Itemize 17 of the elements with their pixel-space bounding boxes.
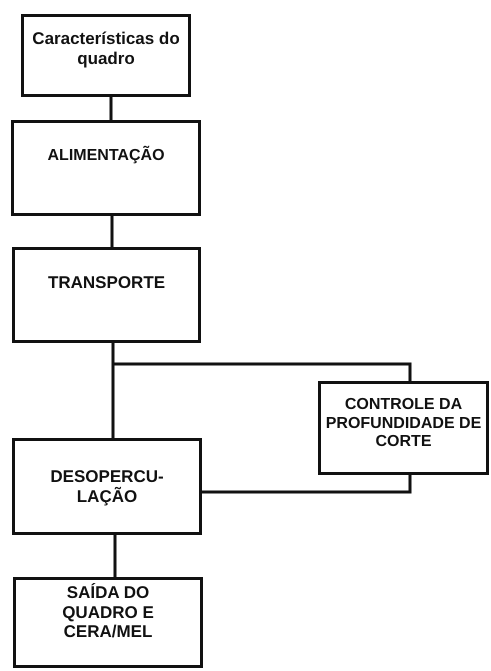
process-box [12, 247, 201, 343]
box-label: TRANSPORTE [48, 273, 166, 293]
process-box [318, 381, 489, 475]
process-box [11, 120, 201, 216]
box-label: Características do quadro [32, 28, 180, 68]
box-label: DESOPERCU- LAÇÃO [50, 466, 164, 506]
connector-line [110, 97, 112, 120]
box-label: SAÍDA DO QUADRO E CERA/MEL [61, 583, 155, 642]
connector-line [114, 535, 116, 577]
box-label: ALIMENTAÇÃO [47, 146, 165, 166]
process-box [12, 438, 202, 535]
connector-line [110, 216, 114, 247]
process-box [13, 577, 203, 668]
connector-line [202, 475, 412, 494]
connector-line [112, 343, 412, 381]
box-label: CONTROLE DA PROFUNDIDADE DE CORTE [325, 396, 482, 452]
process-box [21, 14, 191, 97]
